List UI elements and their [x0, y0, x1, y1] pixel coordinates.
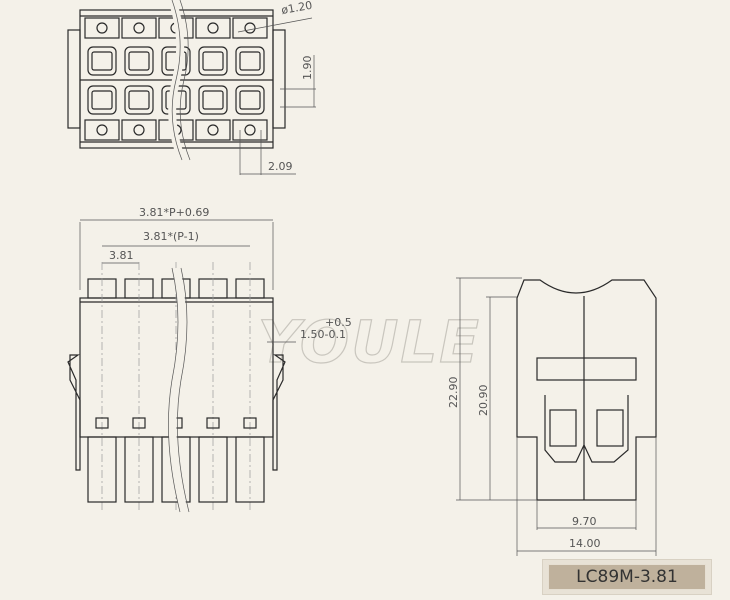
top-view: ø1.20 1.90 2.09	[67, 0, 316, 175]
dim-height-total: 22.90	[447, 377, 460, 409]
dim-tolerance-upper: +0.5	[325, 316, 352, 329]
side-tab-right	[272, 29, 286, 129]
hole-top	[96, 22, 108, 34]
dim-width-inner: 9.70	[572, 515, 597, 528]
release-slot-bottom	[128, 90, 150, 110]
contact-window	[132, 417, 146, 429]
wire-entry-top	[232, 17, 268, 39]
release-button-bottom	[124, 85, 154, 115]
dim-pitch-span: 3.81*(P-1)	[143, 230, 199, 243]
front-view: 3.81*P+0.69 3.81*(P-1) 3.81 +0.5 1.50-0.…	[67, 206, 352, 513]
wire-entry-bottom	[195, 119, 231, 141]
release-slot-top	[239, 51, 261, 71]
dim-width-outer: 14.00	[569, 537, 601, 550]
side-opening-left	[549, 409, 577, 447]
release-button-top	[235, 46, 265, 76]
release-button-bottom	[198, 85, 228, 115]
latch-right	[272, 354, 286, 471]
dim-height-body: 20.90	[477, 385, 490, 417]
pin-housing	[124, 436, 154, 503]
pin-housing	[235, 436, 265, 503]
contact-window	[243, 417, 257, 429]
wire-entry-top	[195, 17, 231, 39]
hole-top	[244, 22, 256, 34]
release-slot-bottom	[202, 90, 224, 110]
release-button-top	[198, 46, 228, 76]
release-button-top	[87, 46, 117, 76]
hole-bottom	[244, 124, 256, 136]
release-slot-top	[91, 51, 113, 71]
hole-bottom	[133, 124, 145, 136]
side-view: 22.90 20.90 9.70 14.00	[447, 277, 657, 556]
wire-entry-bottom	[121, 119, 157, 141]
part-label-box: LC89M-3.81	[542, 559, 712, 595]
release-button-top	[124, 46, 154, 76]
pin-housing	[198, 436, 228, 503]
release-slot-bottom	[91, 90, 113, 110]
contact-window	[95, 417, 109, 429]
wire-entry-bottom	[232, 119, 268, 141]
side-tab-left	[67, 29, 81, 129]
side-clamp-top	[536, 357, 637, 381]
latch-left	[67, 354, 81, 471]
contact-window	[206, 417, 220, 429]
release-slot-top	[128, 51, 150, 71]
release-button-bottom	[235, 85, 265, 115]
pin-housing	[87, 436, 117, 503]
dim-vertical-1-90: 1.90	[301, 56, 314, 81]
dim-tolerance-base: 1.50-0.1	[300, 328, 346, 341]
part-label: LC89M-3.81	[548, 564, 706, 590]
dim-overall-width: 3.81*P+0.69	[139, 206, 209, 219]
dim-hole-diameter: ø1.20	[280, 0, 313, 17]
wire-entry-top	[121, 17, 157, 39]
hole-bottom	[207, 124, 219, 136]
hole-bottom	[96, 124, 108, 136]
side-body	[516, 279, 657, 501]
release-button-bottom	[87, 85, 117, 115]
release-slot-bottom	[239, 90, 261, 110]
wire-entry-bottom	[84, 119, 120, 141]
hole-top	[207, 22, 219, 34]
dim-pitch: 3.81	[109, 249, 134, 262]
hole-top	[133, 22, 145, 34]
wire-entry-top	[84, 17, 120, 39]
dim-horizontal-2-09: 2.09	[268, 160, 293, 173]
release-slot-top	[202, 51, 224, 71]
side-opening-right	[596, 409, 624, 447]
